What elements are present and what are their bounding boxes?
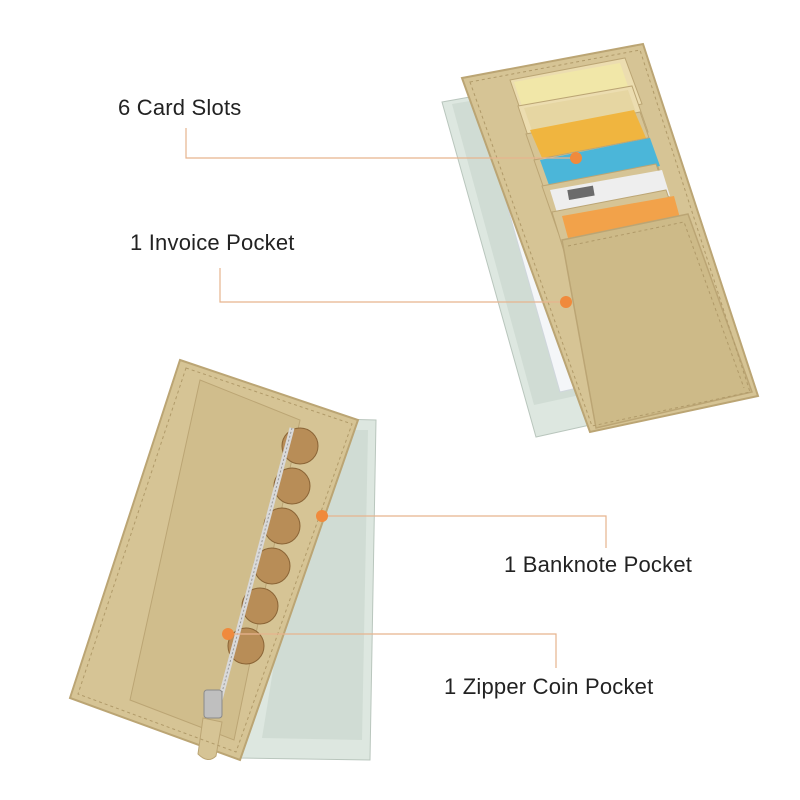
card-3 [530, 110, 646, 158]
top-wallet [441, 42, 760, 438]
zipper-coin-marker [222, 628, 234, 640]
card-slots-marker [570, 152, 582, 164]
zipper-pocket-panel [129, 379, 301, 741]
card-6 [562, 196, 680, 238]
card-5 [550, 170, 670, 216]
bottom-wallet [68, 358, 377, 762]
zipper-tab [197, 717, 223, 760]
banknote-pocket-leader [322, 515, 607, 548]
card-slots-label: 6 Card Slots [118, 95, 242, 120]
zipper-coin-pocket-label: 1 Zipper Coin Pocket [444, 674, 654, 699]
invoice-pocket-leader [219, 268, 566, 303]
card-4 [540, 138, 660, 188]
zipper-pull [203, 689, 223, 719]
zipper-coin-leader [228, 633, 557, 668]
banknote-pocket-label: 1 Banknote Pocket [504, 552, 693, 577]
banknote-pocket-marker [316, 510, 328, 522]
top-front-pocket [561, 213, 753, 429]
invoice-pocket-label: 1 Invoice Pocket [130, 230, 295, 255]
callouts [185, 128, 607, 668]
card-slots-leader [185, 128, 576, 159]
invoice-pocket-marker [560, 296, 572, 308]
